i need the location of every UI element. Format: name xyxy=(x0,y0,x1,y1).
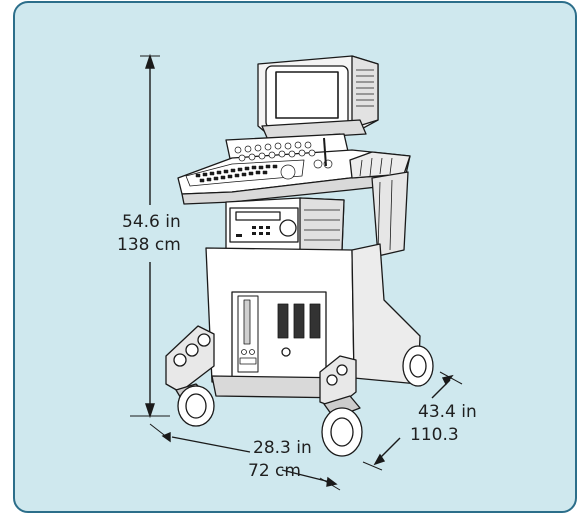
width-in-label: 28.3 in xyxy=(253,438,312,458)
width-cm-label: 72 cm xyxy=(248,461,301,481)
main-body xyxy=(205,243,421,399)
side-rack xyxy=(371,171,409,257)
height-cm-label: 138 cm xyxy=(117,235,181,255)
probe-holder-left xyxy=(165,325,215,393)
depth-cm-label: 110.3 xyxy=(410,425,459,445)
control-console xyxy=(177,133,411,205)
wheel-rear-right xyxy=(402,345,434,387)
monitor xyxy=(257,55,379,149)
depth-in-label: 43.4 in xyxy=(418,402,477,422)
wheel-front-left xyxy=(175,383,215,427)
width-dimension xyxy=(149,423,341,491)
height-in-label: 54.6 in xyxy=(122,212,181,232)
height-dimension xyxy=(130,53,170,419)
ultrasound-cart-icon xyxy=(165,55,434,457)
depth-dimension xyxy=(362,371,463,471)
peripheral-bay xyxy=(225,197,345,253)
probe-holder-right xyxy=(319,355,357,409)
wheel-front-right xyxy=(321,395,363,457)
